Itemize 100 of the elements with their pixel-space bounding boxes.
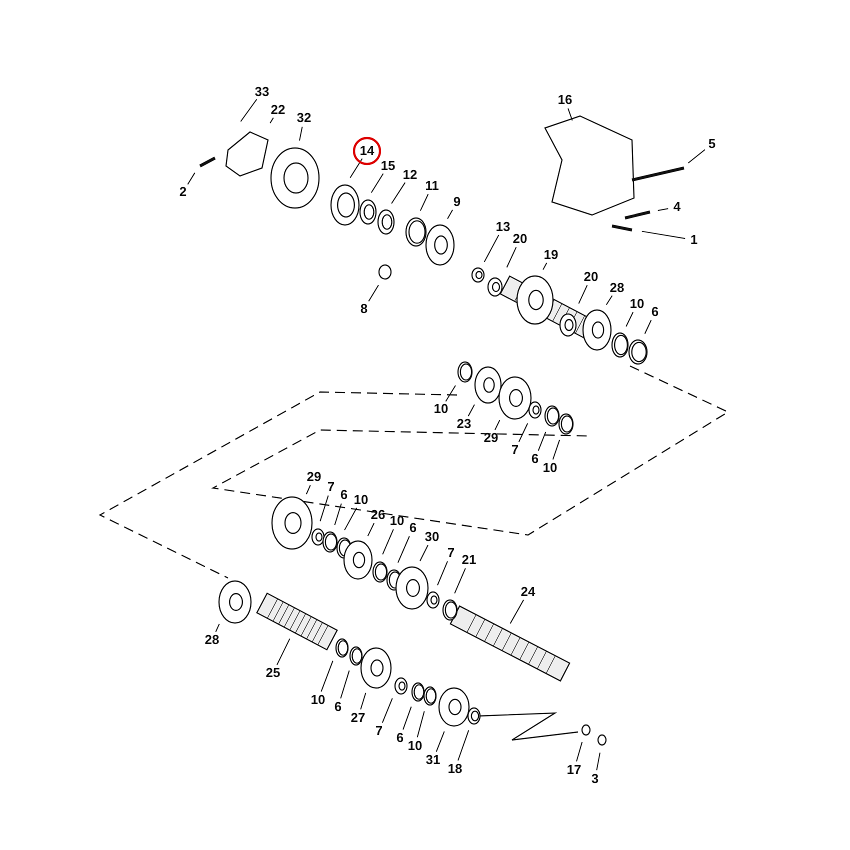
leader-line	[576, 741, 583, 762]
callout-number: 11	[425, 179, 439, 193]
callout-number: 3	[591, 772, 599, 786]
callout-number: 17	[566, 763, 582, 777]
leader-line	[484, 234, 500, 262]
callout-number: 8	[360, 302, 368, 316]
callout-number: 24	[520, 585, 536, 599]
callout-number: 18	[448, 762, 462, 776]
callout-number: 6	[531, 452, 539, 466]
callout-number: 1	[690, 233, 698, 247]
callout-number: 6	[340, 488, 348, 502]
callout-number: 16	[558, 93, 572, 107]
leader-line	[187, 172, 196, 185]
leader-line	[368, 284, 379, 302]
leader-line	[606, 295, 613, 306]
leader-line	[506, 246, 517, 268]
callout-number: 13	[496, 220, 510, 234]
callout-number: 10	[310, 693, 326, 707]
leader-line	[391, 182, 406, 204]
leader-line	[334, 503, 342, 526]
callout-number: 22	[270, 103, 286, 117]
callout-number: 15	[380, 159, 396, 173]
leader-line	[420, 194, 429, 212]
leader-line	[382, 698, 393, 724]
callout-number: 7	[511, 443, 519, 457]
leader-line	[367, 522, 375, 537]
leader-line	[420, 544, 428, 562]
leader-line	[538, 431, 546, 452]
callout-number: 27	[350, 711, 366, 725]
callout-number: 12	[402, 168, 418, 182]
callout-number: 23	[456, 417, 472, 431]
leader-line	[437, 560, 448, 586]
callout-number: 2	[179, 185, 187, 199]
callout-number: 7	[375, 724, 383, 738]
callout-number: 19	[544, 248, 558, 262]
callout-number: 30	[424, 530, 440, 544]
leader-line	[270, 117, 274, 124]
leader-line	[688, 149, 706, 164]
leader-line	[416, 710, 425, 738]
callout-number: 28	[610, 281, 624, 295]
callout-number: 28	[204, 633, 220, 647]
leader-line	[402, 706, 412, 730]
leader-line	[644, 320, 652, 334]
callout-number: 10	[354, 493, 368, 507]
leader-line	[578, 284, 588, 304]
callout-number: 9	[453, 195, 461, 209]
leader-line	[350, 158, 363, 178]
callout-number: 21	[462, 553, 476, 567]
leader-line	[454, 568, 466, 594]
callout-number: 25	[266, 666, 280, 680]
leader-line	[397, 536, 410, 564]
callout-number: 6	[409, 521, 417, 535]
leader-line	[320, 495, 329, 522]
leader-line	[299, 126, 303, 142]
callout-number: 31	[426, 753, 440, 767]
callout-number: 10	[630, 297, 644, 311]
callout-number: 5	[708, 137, 716, 151]
leader-line	[240, 98, 258, 122]
callout-number: 7	[327, 480, 335, 494]
leader-line	[360, 692, 366, 710]
leader-line	[596, 752, 600, 771]
leader-line	[447, 209, 454, 220]
callout-number: 29	[306, 470, 322, 484]
leader-line	[458, 730, 470, 762]
leader-line	[445, 385, 456, 402]
leader-line	[494, 420, 500, 430]
leader-line	[568, 108, 573, 121]
callout-number: 20	[584, 270, 598, 284]
leader-line	[518, 422, 528, 442]
leader-line	[306, 484, 311, 495]
callout-number: 10	[390, 514, 404, 528]
leader-line	[542, 262, 548, 270]
leader-line	[510, 599, 524, 624]
leader-line	[657, 208, 669, 212]
callout-number: 10	[408, 739, 422, 753]
callout-number: 6	[334, 700, 342, 714]
callout-number: 6	[651, 305, 659, 319]
callout-number: 4	[673, 200, 681, 214]
callout-number: 14	[360, 144, 374, 158]
leader-line	[382, 528, 394, 555]
callout-number: 7	[447, 546, 455, 560]
callout-number: 26	[370, 508, 386, 522]
leader-line	[436, 730, 445, 752]
callout-number: 10	[434, 402, 448, 416]
leader-line	[641, 230, 686, 240]
leader-line	[215, 623, 220, 632]
callout-number: 32	[296, 111, 312, 125]
leader-line	[468, 404, 475, 417]
callout-number: 6	[396, 731, 404, 745]
leader-line	[340, 670, 350, 699]
leader-line	[552, 439, 560, 460]
callout-number: 29	[484, 431, 498, 445]
leader-line	[626, 312, 634, 328]
callout-number: 10	[542, 461, 558, 475]
callout-number: 33	[254, 85, 270, 99]
leader-line	[276, 638, 290, 666]
callout-number: 20	[512, 232, 528, 246]
leader-line	[320, 660, 334, 692]
leader-line	[344, 507, 358, 531]
leader-line	[370, 173, 384, 194]
